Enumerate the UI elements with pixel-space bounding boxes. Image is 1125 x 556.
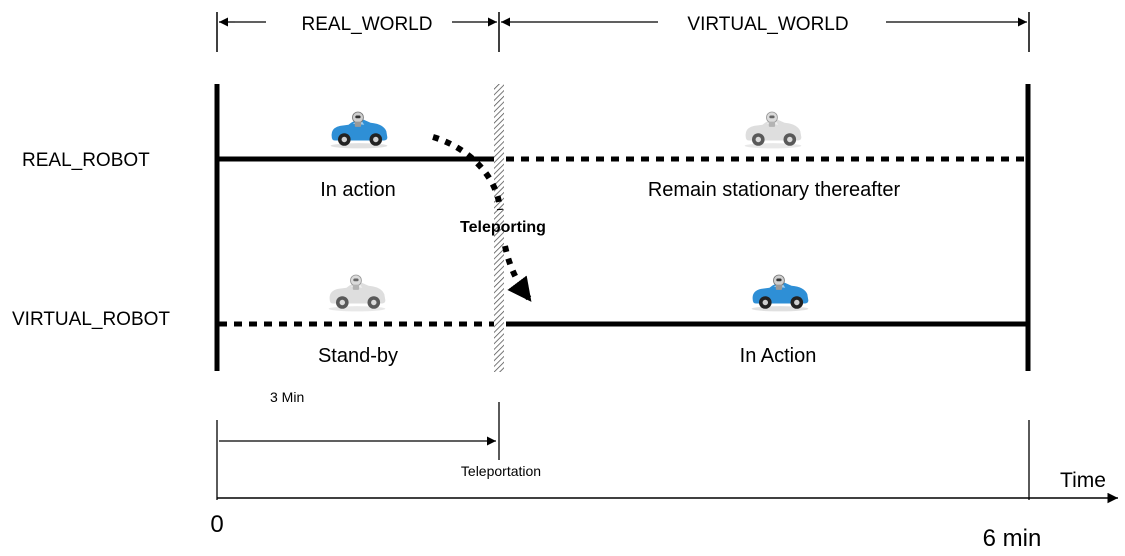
real-robot-active-icon	[330, 111, 388, 149]
teleportation-label: Teleportation	[461, 463, 541, 479]
teleport-arrow-upper	[432, 134, 503, 211]
real-robot-phase1: In action	[320, 179, 396, 201]
virtual-robot-active-icon	[751, 274, 809, 312]
virtual-robot-phase1: Stand-by	[318, 345, 398, 367]
real-robot-idle-icon	[744, 111, 802, 149]
time-axis-label: Time	[1060, 469, 1106, 492]
virtual-robot-phase2: In Action	[740, 345, 817, 367]
virtual-robot-idle-icon	[328, 274, 386, 312]
teleport-arrow-lower	[502, 245, 533, 302]
world-brackets: REAL_WORLD VIRTUAL_WORLD	[216, 12, 1030, 52]
time-end-label: 6 min	[983, 525, 1042, 552]
real-robot-label: REAL_ROBOT	[22, 150, 150, 171]
teleport-divider	[494, 84, 504, 372]
virtual-robot-label: VIRTUAL_ROBOT	[12, 309, 170, 330]
real-world-label: REAL_WORLD	[302, 14, 433, 35]
interval-label: 3 Min	[270, 389, 304, 405]
teleporting-label: Teleporting	[460, 219, 546, 236]
real-robot-phase2: Remain stationary thereafter	[648, 179, 901, 201]
virtual-world-label: VIRTUAL_WORLD	[687, 14, 848, 35]
time-start-label: 0	[210, 511, 223, 538]
